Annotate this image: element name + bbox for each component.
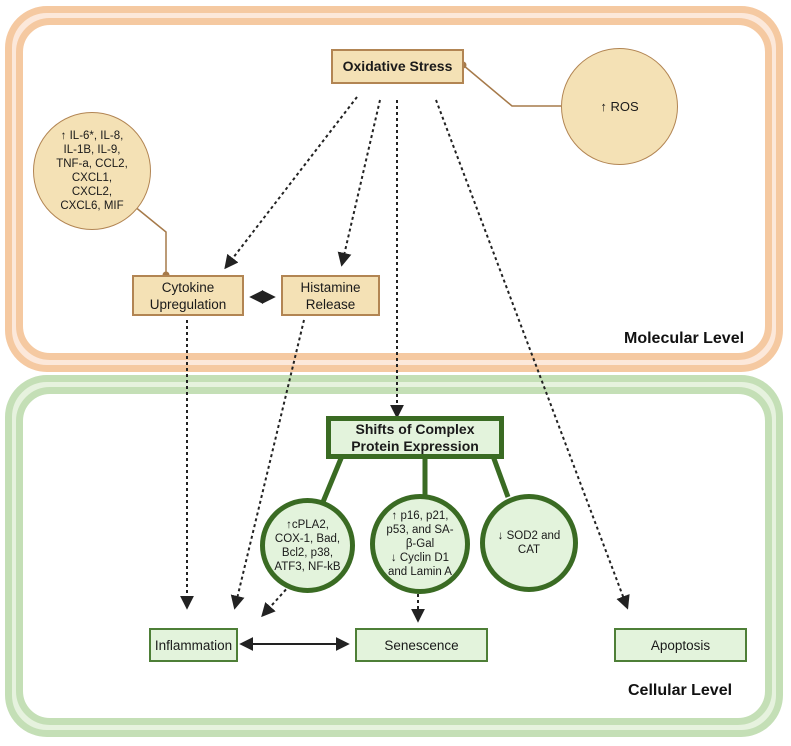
ros-circle: ↑ ROS: [561, 48, 678, 165]
cytokine-list-connector: [133, 205, 167, 275]
oxidative-stress-box: Oxidative Stress: [331, 49, 464, 84]
senescence-box: Senescence: [355, 628, 488, 662]
histamine-release-label: Histamine Release: [300, 279, 361, 312]
cytokine-list-label: ↑ IL-6*, IL-8, IL-1B, IL-9, TNF-a, CCL2,…: [56, 130, 128, 212]
molecular-level-label: Molecular Level: [624, 330, 745, 347]
cellular-level-label: Cellular Level: [628, 682, 733, 699]
oxidative-stress-label: Oxidative Stress: [342, 58, 453, 74]
arrow-stress-to-histamine: [337, 99, 381, 267]
protein-circle-left-label: ↑cPLA2, COX-1, Bad, Bcl2, p38, ATF3, NF-…: [274, 518, 341, 573]
shifts-connector-right: [490, 455, 511, 498]
ros-label: ↑ ROS: [600, 98, 639, 114]
apoptosis-box: Apoptosis: [614, 628, 747, 662]
protein-circle-right-label: ↓ SOD2 and CAT: [497, 530, 561, 556]
cytokine-upregulation-box: Cytokine Upregulation: [132, 275, 244, 316]
cytokine-upregulation-label: Cytokine Upregulation: [149, 279, 227, 312]
protein-circle-right: ↓ SOD2 and CAT: [480, 494, 578, 592]
protein-circle-middle: ↑ p16, p21, p53, and SA- β-Gal ↓ Cyclin …: [370, 494, 470, 594]
arrow-stress-to-apoptosis: [435, 99, 630, 610]
arrow-circle-left-to-inflammation: [261, 584, 291, 618]
shifts-protein-expression-label: Shifts of Complex Protein Expression: [351, 420, 479, 454]
shifts-connector-left: [320, 455, 345, 503]
arrow-stress-to-cytokine: [224, 96, 358, 270]
ros-connector: [462, 64, 561, 107]
arrow-histamine-to-inflammation: [230, 319, 305, 610]
protein-circle-middle-label: ↑ p16, p21, p53, and SA- β-Gal ↓ Cyclin …: [386, 510, 454, 578]
senescence-label: Senescence: [384, 637, 459, 653]
cytokine-list-circle: ↑ IL-6*, IL-8, IL-1B, IL-9, TNF-a, CCL2,…: [33, 112, 151, 230]
apoptosis-label: Apoptosis: [650, 637, 711, 653]
inflammation-box: Inflammation: [149, 628, 238, 662]
inflammation-label: Inflammation: [154, 637, 233, 653]
shifts-protein-expression-box: Shifts of Complex Protein Expression: [326, 416, 504, 459]
histamine-release-box: Histamine Release: [281, 275, 380, 316]
protein-circle-left: ↑cPLA2, COX-1, Bad, Bcl2, p38, ATF3, NF-…: [260, 498, 355, 593]
